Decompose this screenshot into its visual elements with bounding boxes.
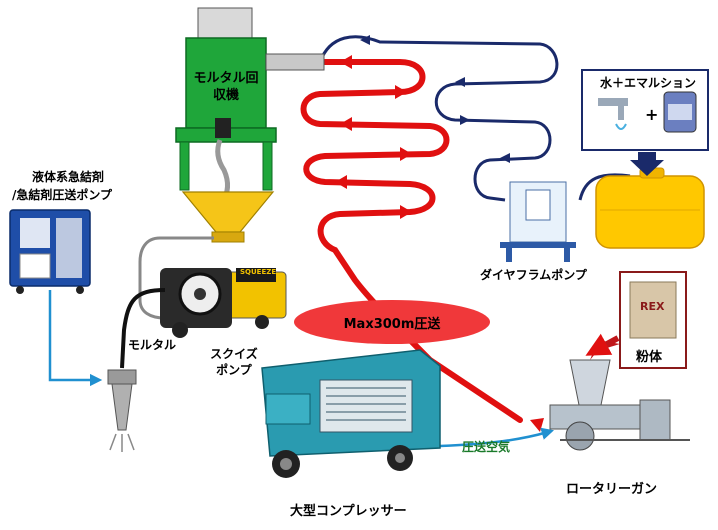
- water-tank: [595, 167, 705, 249]
- rotary-gun: [549, 359, 690, 451]
- diaphragm-pump-label: ダイヤフラムポンプ: [480, 268, 587, 282]
- large-compressor: [261, 349, 441, 478]
- mortar-recovery-machine: [175, 7, 325, 204]
- hopper-hose: [138, 236, 214, 320]
- spray-nozzle: [107, 369, 137, 452]
- squeeze-pump-label: スクイズ ポンプ: [198, 346, 270, 378]
- max-transport-ellipse: [294, 300, 490, 344]
- accelerator-line: [48, 290, 103, 387]
- max-transport-label: Max300m圧送: [343, 317, 441, 332]
- rotary-gun-label: ロータリーガン: [566, 482, 658, 497]
- squeeze-pump-line1: スクイズ: [210, 347, 258, 361]
- liquid-pump-label-line1: 液体系急結剤: [32, 170, 105, 184]
- faucet-icon: [598, 98, 628, 130]
- diaphragm-pump: [500, 181, 576, 262]
- squeeze-pump-line2: ポンプ: [216, 363, 252, 377]
- mortar-hose: [120, 288, 166, 369]
- water-emulsion-line: [318, 35, 631, 202]
- powder-arrow: [585, 333, 620, 356]
- compressor-label: 大型コンプレッサー: [290, 504, 407, 519]
- emulsion-container-icon: [663, 91, 697, 133]
- compressed-air-label: 圧送空気: [462, 440, 511, 454]
- mortar-recovery-label: モルタル回収機: [192, 70, 260, 104]
- plus-sign: +: [645, 105, 658, 124]
- squeeze-pump: [160, 268, 287, 338]
- compressed-air-line: [439, 427, 555, 448]
- pump-brand-label: SQUEEZE: [240, 268, 277, 276]
- water-arrows: [360, 35, 510, 163]
- powder-bag-icon: [629, 281, 677, 339]
- powder-label: 粉体: [636, 350, 663, 365]
- mortar-label: モルタル: [128, 338, 177, 352]
- mortar-line: [300, 59, 523, 423]
- liquid-accelerator-pump: [9, 209, 91, 294]
- water-emulsion-label: 水＋エマルション: [600, 76, 697, 90]
- liquid-pump-label-line2: /急結剤圧送ポンプ: [12, 188, 113, 202]
- mortar-recovery-text: モルタル回収機: [193, 71, 259, 103]
- down-arrow-icon: [630, 152, 664, 176]
- mortar-arrows: [335, 55, 544, 432]
- mortar-hopper: [181, 191, 275, 243]
- bag-text: REX: [640, 300, 665, 313]
